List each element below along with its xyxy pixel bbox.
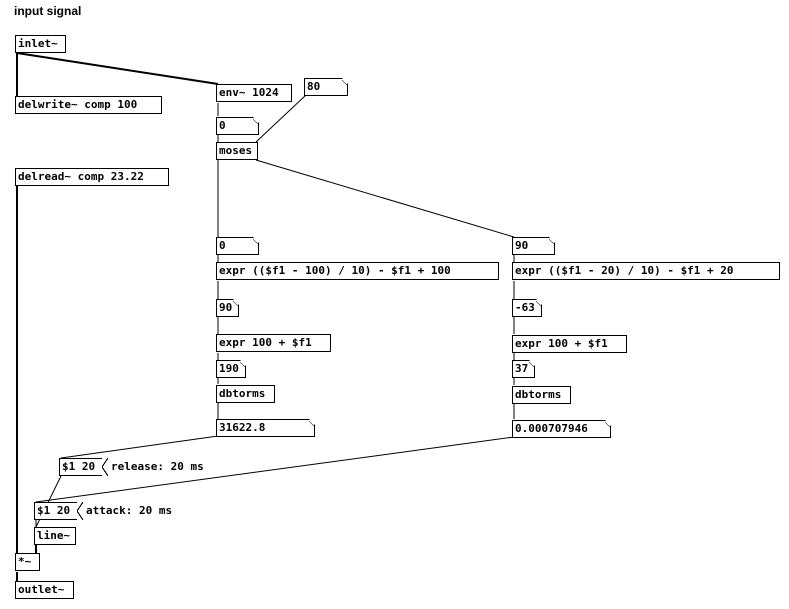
cord-0000707-attack (35, 436, 515, 503)
cord-31622-release (60, 435, 219, 459)
delread-object[interactable]: delread~ comp 23.22 (15, 168, 169, 186)
line-object[interactable]: line~ (34, 527, 76, 545)
number-box-90-left[interactable]: 90 (216, 299, 233, 317)
expr-release-object[interactable]: expr (($f1 - 100) / 10) - $f1 + 100 (216, 262, 499, 280)
number-box-37[interactable]: 37 (512, 360, 529, 378)
number-box-31622[interactable]: 31622.8 (216, 419, 309, 437)
number-box-190[interactable]: 190 (216, 360, 240, 378)
message-attack[interactable]: $1 20 (34, 502, 83, 520)
multiply-object[interactable]: *~ (15, 553, 40, 571)
message-release[interactable]: $1 20 (59, 458, 108, 476)
comment-attack: attack: 20 ms (86, 504, 173, 517)
expr-add-100-right[interactable]: expr 100 + $f1 (512, 335, 627, 353)
number-box-80[interactable]: 80 (304, 78, 342, 96)
cord-num80-moses (255, 94, 307, 143)
number-box-0000707[interactable]: 0.000707946 (512, 420, 605, 438)
cord-inlet-env (16, 52, 219, 85)
dbtorms-left-object[interactable]: dbtorms (216, 385, 275, 403)
outlet-object[interactable]: outlet~ (15, 581, 74, 599)
cord-moses-right (255, 159, 515, 238)
expr-attack-object[interactable]: expr (($f1 - 20) / 10) - $f1 + 20 (512, 262, 780, 280)
number-box-right-branch[interactable]: 90 (512, 237, 549, 255)
number-box-left-branch[interactable]: 0 (216, 237, 253, 255)
expr-add-100-left[interactable]: expr 100 + $f1 (216, 334, 331, 352)
number-box-env-output[interactable]: 0 (216, 117, 253, 135)
inlet-object[interactable]: inlet~ (15, 35, 66, 53)
comment-release: release: 20 ms (111, 460, 204, 473)
env-object[interactable]: env~ 1024 (216, 84, 292, 102)
patch-title: input signal (14, 4, 82, 18)
dbtorms-right-object[interactable]: dbtorms (512, 386, 571, 404)
number-box-neg63[interactable]: -63 (512, 299, 536, 317)
moses-object[interactable]: moses (216, 142, 258, 160)
delwrite-object[interactable]: delwrite~ comp 100 (15, 96, 162, 114)
